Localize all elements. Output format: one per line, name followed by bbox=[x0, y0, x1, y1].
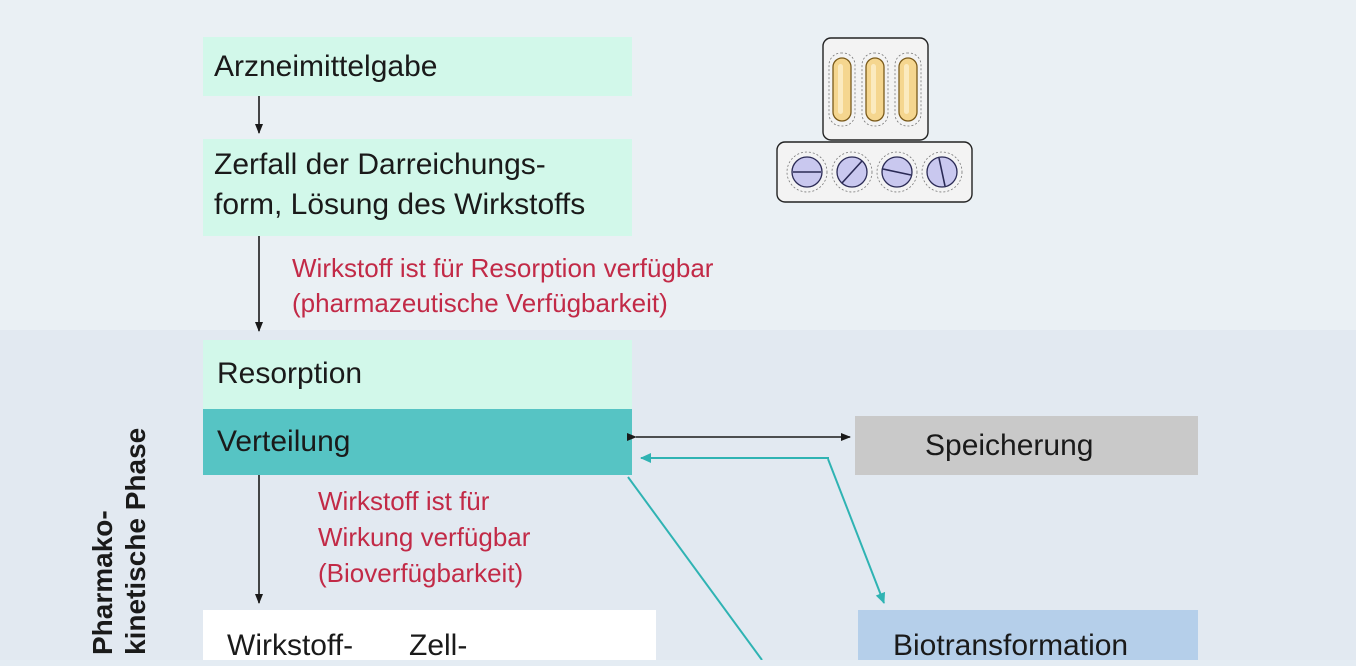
administration-box: Arzneimittelgabe bbox=[203, 37, 632, 96]
arrow-storage-to-biotransformation bbox=[827, 458, 886, 604]
bioavailability-line2: Wirkung verfügbar bbox=[318, 522, 531, 552]
dissolution-label-line2: form, Lösung des Wirkstoffs bbox=[214, 188, 586, 221]
bioavailability-line3: (Bioverfügbarkeit) bbox=[318, 558, 524, 588]
drug-cell-box: Wirkstoff- Zell- bbox=[203, 610, 656, 662]
capsule-blister-icon bbox=[822, 37, 929, 141]
dissolution-label-line1: Zerfall der Darreichungs- bbox=[214, 148, 546, 181]
absorption-box: Resorption bbox=[203, 340, 632, 409]
administration-label: Arzneimittelgabe bbox=[214, 50, 438, 83]
drug-cell-label-2: Zell- bbox=[409, 629, 468, 662]
storage-label: Speicherung bbox=[925, 429, 1094, 462]
absorption-label: Resorption bbox=[217, 357, 363, 390]
dissolution-box: Zerfall der Darreichungs- form, Lösung d… bbox=[203, 139, 632, 236]
storage-box: Speicherung bbox=[855, 416, 1198, 475]
drug-cell-label-1: Wirkstoff- bbox=[227, 629, 354, 662]
arrow-distribution-to-biotransformation bbox=[627, 476, 763, 660]
arrow-storage-to-distribution bbox=[640, 453, 829, 463]
biotransformation-label: Biotransformation bbox=[893, 629, 1129, 662]
pharmaceutical-availability-line1: Wirkstoff ist für Resorption verfügbar bbox=[292, 253, 714, 283]
distribution-label: Verteilung bbox=[217, 425, 351, 458]
biotransformation-box: Biotransformation bbox=[858, 610, 1198, 662]
bioavailability-line1: Wirkstoff ist für bbox=[318, 486, 490, 516]
pharmaceutical-availability-line2: (pharmazeutische Verfügbarkeit) bbox=[292, 288, 668, 318]
tablet-blister-icon bbox=[776, 141, 973, 203]
distribution-box: Verteilung bbox=[203, 409, 632, 475]
